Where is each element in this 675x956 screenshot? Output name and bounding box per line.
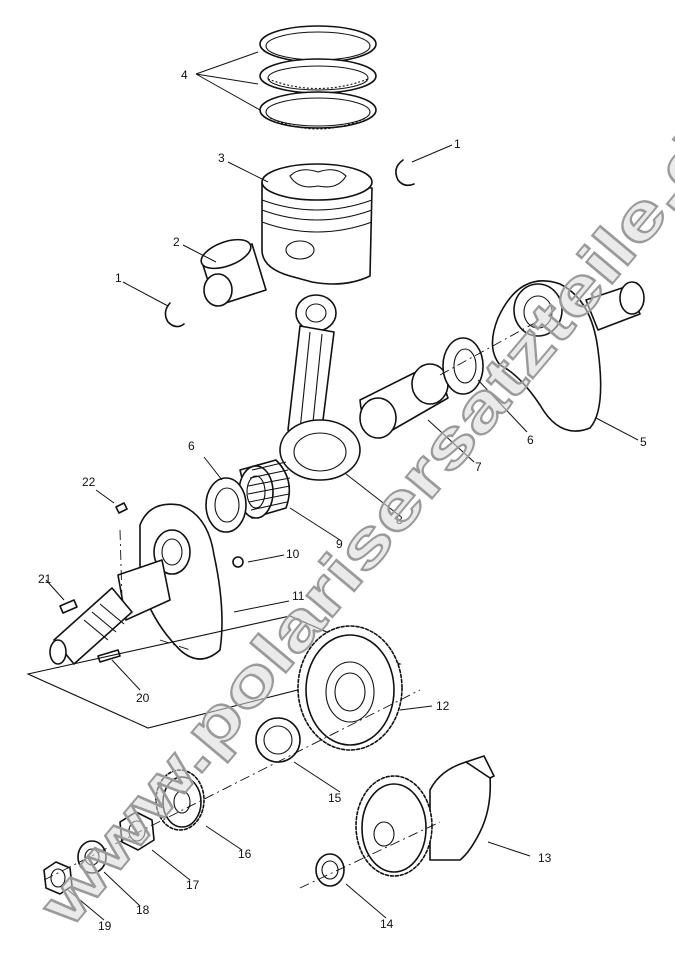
assembly-outline xyxy=(26,615,402,729)
piston-rings[interactable] xyxy=(259,25,377,130)
callout-16: 16 xyxy=(238,847,252,861)
thrust-washer-left[interactable] xyxy=(205,477,247,533)
callout-1-left: 1 xyxy=(115,271,122,285)
callout-19: 19 xyxy=(98,919,112,933)
drive-gear[interactable] xyxy=(297,625,403,751)
woodruff-key[interactable] xyxy=(115,502,128,514)
lock-nut[interactable] xyxy=(119,811,155,851)
leader-lines xyxy=(45,51,639,921)
wrist-pin[interactable] xyxy=(197,234,267,307)
lock-washer[interactable] xyxy=(77,840,107,874)
connecting-rod[interactable] xyxy=(279,294,361,481)
circlip-right[interactable] xyxy=(395,159,415,187)
callout-11: 11 xyxy=(292,589,305,603)
balance-shaft[interactable] xyxy=(355,755,495,877)
gear-washer[interactable] xyxy=(255,717,301,763)
callout-6-right: 6 xyxy=(527,433,534,447)
callout-4: 4 xyxy=(181,68,188,82)
timing-gear[interactable] xyxy=(155,769,205,831)
callout-13: 13 xyxy=(538,851,552,865)
callout-9: 9 xyxy=(336,537,343,551)
end-nut[interactable] xyxy=(43,861,73,895)
callout-14: 14 xyxy=(380,917,394,931)
callout-6-left: 6 xyxy=(188,439,195,453)
callout-17: 17 xyxy=(186,878,200,892)
callout-2: 2 xyxy=(173,235,180,249)
callout-18: 18 xyxy=(136,903,150,917)
callout-12: 12 xyxy=(436,699,450,713)
callout-15: 15 xyxy=(328,791,342,805)
crank-pin[interactable] xyxy=(359,363,449,439)
callout-10: 10 xyxy=(286,547,300,561)
callout-22: 22 xyxy=(82,475,96,489)
crankshaft-left-half[interactable] xyxy=(49,503,223,665)
callout-20: 20 xyxy=(136,691,150,705)
callout-21: 21 xyxy=(38,572,52,586)
ball[interactable] xyxy=(232,556,244,568)
callout-7: 7 xyxy=(475,460,482,474)
thrust-washer-right[interactable] xyxy=(442,337,484,395)
callout-1-right: 1 xyxy=(454,137,461,151)
balance-shaft-washer[interactable] xyxy=(315,853,345,887)
crankshaft-right-half[interactable] xyxy=(439,280,645,432)
crank-key[interactable] xyxy=(59,599,78,614)
needle-bearing[interactable] xyxy=(238,459,291,519)
circlip-left[interactable] xyxy=(164,302,185,328)
piston[interactable] xyxy=(261,163,373,285)
callout-3: 3 xyxy=(218,151,225,165)
callout-5: 5 xyxy=(640,435,647,449)
callout-numbers: 4 1 3 2 1 5 6 7 8 9 6 22 10 21 11 20 12 … xyxy=(38,68,647,933)
callout-8: 8 xyxy=(396,513,403,527)
